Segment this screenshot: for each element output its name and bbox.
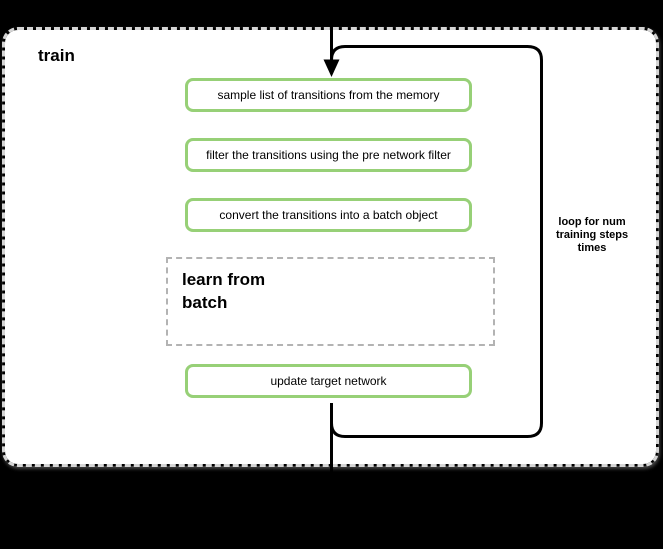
learn-from-batch-label: learn from batch	[182, 270, 266, 312]
step-box-sample-transitions: sample list of transitions from the memo…	[185, 78, 472, 112]
step-box-convert-batch: convert the transitions into a batch obj…	[185, 198, 472, 232]
step-box-update-target-network: update target network	[185, 364, 472, 398]
step-label: convert the transitions into a batch obj…	[219, 208, 438, 222]
train-label: train	[38, 46, 75, 65]
step-label: sample list of transitions from the memo…	[217, 88, 440, 102]
step-box-filter-transitions: filter the transitions using the pre net…	[185, 138, 472, 172]
loop-annotation-label: loop for num training steps times	[555, 216, 629, 254]
step-label: update target network	[270, 374, 387, 388]
learn-from-batch-group: learn from batch	[166, 257, 495, 346]
step-label: filter the transitions using the pre net…	[206, 148, 451, 162]
